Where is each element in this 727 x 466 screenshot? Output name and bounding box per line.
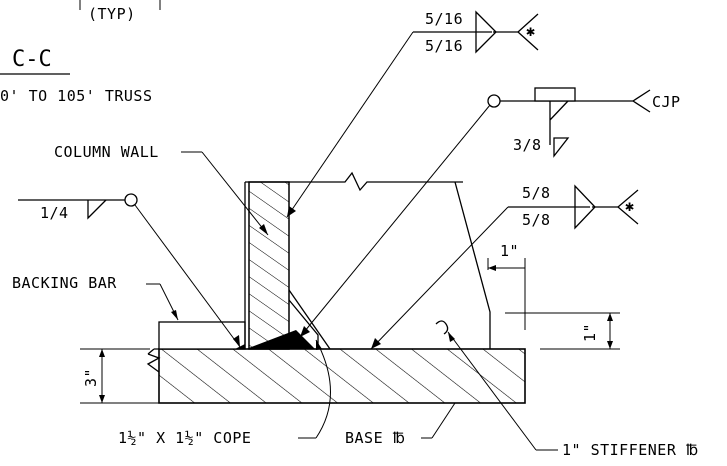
column-top-break-line: [245, 171, 463, 192]
dimension-right-1in: 1": [505, 312, 620, 350]
leader-cjp: [299, 104, 491, 338]
weld-3-8: 3/8: [513, 136, 542, 154]
weld-cjp-tail: CJP: [652, 93, 681, 111]
column-wall: [248, 181, 290, 350]
backing-symbol: [534, 87, 576, 102]
weld-5-8-bottom: 5/8: [522, 211, 551, 229]
backing-bar-label: BACKING BAR: [12, 274, 117, 292]
leader-5-8: [370, 206, 509, 350]
weld-5-16-bottom: 5/16: [425, 37, 463, 55]
dimension-left-3in: 3": [80, 348, 159, 404]
stiffener-plate: [454, 181, 491, 349]
section-subtitle: 0' TO 105' TRUSS: [0, 87, 153, 105]
weld-symbol-5-8: ✱ 5/8 5/8: [370, 184, 639, 350]
base-plate: [158, 348, 526, 404]
base-plate-break-line: [146, 348, 161, 373]
backing-bar-callout: BACKING BAR: [12, 274, 179, 321]
dimension-top-1in: 1": [487, 242, 526, 330]
leader-5-16: [286, 31, 414, 218]
typ-note: (TYP): [79, 0, 161, 23]
stiffener-label: 1" STIFFENER ℔: [562, 441, 699, 459]
base-plate-label: BASE ℔: [345, 429, 405, 447]
dimension-top-label: 1": [500, 242, 519, 260]
column-wall-callout: COLUMN WALL: [54, 143, 269, 236]
weld-symbol-5-16: ✱ 5/16 5/16: [286, 10, 539, 218]
column-wall-label: COLUMN WALL: [54, 143, 159, 161]
weld-symbol-cjp: CJP 3/8: [299, 87, 681, 338]
base-plate-callout: BASE ℔: [345, 402, 456, 447]
dimension-right-label: 1": [581, 323, 599, 342]
typ-label: (TYP): [88, 5, 136, 23]
weld-5-8-top: 5/8: [522, 184, 551, 202]
cope-label: 1½" X 1½" COPE: [118, 429, 251, 447]
section-title: C-C: [12, 47, 52, 72]
weld-tail-asterisk: ✱: [526, 22, 536, 40]
stiffener-callout: 1" STIFFENER ℔: [435, 320, 699, 459]
weld-5-16-top: 5/16: [425, 10, 463, 28]
leader-1-4: [134, 204, 241, 348]
stiffener-section-mark: [435, 320, 449, 335]
cope-callout: 1½" X 1½" COPE: [118, 339, 331, 447]
weld-1-4: 1/4: [40, 204, 69, 222]
cjp-weld-fill: [246, 330, 315, 349]
weld-tail-asterisk-2: ✱: [625, 197, 635, 215]
dimension-left-label: 3": [82, 368, 100, 387]
weld-symbol-1-4: 1/4: [18, 193, 241, 348]
